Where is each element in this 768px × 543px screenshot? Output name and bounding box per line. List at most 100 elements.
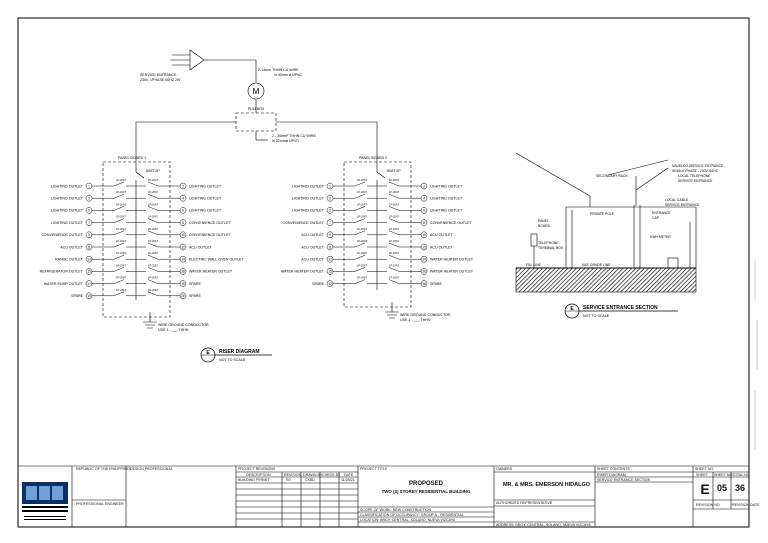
panel1-right-breaker-label: 1P-20AT xyxy=(148,190,158,194)
rev-head-date: DATE xyxy=(344,473,354,477)
title-block: REPUBLIC OF THE PHILIPPINES PROFESSIONAL… xyxy=(18,466,760,527)
panel1-left-circuit-number: 19 xyxy=(87,294,91,298)
panel1-left-outlet-label: CONVENIENCE OUTLET xyxy=(41,233,83,237)
panel1-left-breaker-label: 1P-20AT xyxy=(116,215,126,219)
title-block-frame xyxy=(18,465,749,527)
panel2-left-breaker xyxy=(354,242,377,248)
panel1-right-circuit-number: 20 xyxy=(181,294,185,298)
riser-title-sub: NOT TO SCALE xyxy=(219,358,246,362)
panel2-left-outlet-label: LIGHTING OUTLET xyxy=(292,184,325,188)
project-location: LOCATION: BRGY. CENTRAL, SOLANO, NUEVA V… xyxy=(360,518,456,522)
panel1-right-circuit-number: 2 xyxy=(182,184,184,188)
panel2-right-outlet-label: CONVENIENCE OUTLET xyxy=(430,221,472,225)
panel1-left-outlet-label: ACU OUTLET xyxy=(60,245,84,249)
panel2-right-outlet-label: WATER HEATER OUTLET xyxy=(430,258,474,262)
panel1-right-outlet-label: CONVENIENCE OUTLET xyxy=(189,221,231,225)
panel1-left-outlet-label: WATER PUMP OUTLET xyxy=(44,282,84,286)
panel2-left-circuit-circle xyxy=(326,182,334,190)
ground-symbol-1 xyxy=(143,312,157,329)
rev-row-drawn: CKBD xyxy=(305,478,315,482)
panel-board-symbol xyxy=(530,233,538,247)
panel1-left-breaker-label: 1P-20AT xyxy=(116,190,126,194)
private-pole-label: PRIVATE POLE xyxy=(590,212,615,216)
panel2-right-breaker-label: 1P-20AT xyxy=(389,276,399,280)
ground-note-1b: USE 1 - ___ THHN xyxy=(158,328,189,332)
panel2-right-breaker-label: 1P-20AT xyxy=(389,239,399,243)
occupancy: CLASSIFICATION OF OCCUPANCY: GROUP A - R… xyxy=(360,513,464,517)
entrance-cap-label-1: ENTRANCE xyxy=(652,211,671,215)
panel1-right-breaker xyxy=(136,206,159,211)
panel2-right-breaker-label: 1P-20AT xyxy=(389,190,399,194)
panel1-right-circuit-number: 12 xyxy=(181,245,185,249)
panel1-right-breaker-label: 1P-20AT xyxy=(148,251,158,255)
panel1-left-breaker-label: 1P-20AT xyxy=(116,202,126,206)
project-title-1: PROPOSED xyxy=(408,481,443,487)
telephone-label-2: TERMINAL BOX xyxy=(538,246,564,250)
panel2-right-breaker xyxy=(377,242,400,248)
panel1-left-circuit-circle xyxy=(85,182,93,190)
service-drop-wires xyxy=(607,159,669,176)
panel1-left-circuit-circle xyxy=(85,280,93,287)
panel2-right-outlet-label: LIGHTING OUTLET xyxy=(430,197,463,201)
firm-logo xyxy=(22,482,68,520)
panel1-left-circuit-number: 7 xyxy=(88,221,90,225)
authorized-representative: AUTHORIZED REPRESENTATIVE xyxy=(496,501,553,505)
panel1-left-outlet-label: LIGHTING OUTLET xyxy=(51,197,84,201)
panel2-left-circuit-circle xyxy=(326,243,334,251)
panel1-left-circuit-circle xyxy=(85,219,93,226)
telephone-label-1: TELEPHONE xyxy=(538,241,559,245)
panel2-left-circuit-circle xyxy=(326,231,334,239)
panel2-left-circuit-circle xyxy=(326,280,334,287)
revision-no-label: REVISION NO. xyxy=(696,503,721,507)
panel2-right-outlet-label: ACU OUTLET xyxy=(430,233,454,237)
main-breaker-1-label: 60AT 2P xyxy=(146,169,160,173)
conductor-note-1: 2-14mm THHN CU WIRE xyxy=(258,68,299,72)
panel2-right-circuit-number: 4 xyxy=(423,197,425,201)
rev-head-revision: REVISION xyxy=(284,473,302,477)
panel2-left-outlet-label: ACU OUTLET xyxy=(301,258,325,262)
service-entrance-section xyxy=(515,152,697,293)
panel-board-1-box xyxy=(102,161,171,318)
firm-label-1: REPUBLIC OF THE PHILIPPINES xyxy=(76,467,132,471)
panel1-right-circuit-circle xyxy=(179,268,187,275)
panel2-right-outlet-label: ACU OUTLET xyxy=(430,245,454,249)
section-title: E SERVICE ENTRANCE SECTION NOT TO SCALE xyxy=(564,303,678,319)
panel1-right-circuit-circle xyxy=(179,280,187,287)
panel2-left-circuit-number: 13 xyxy=(328,258,332,262)
panel2-right-outlet-label: SPARE xyxy=(430,282,443,286)
panel2-right-circuit-number: 10 xyxy=(422,233,426,237)
panel2-left-breaker xyxy=(354,254,377,260)
panel2-right-breaker-label: 1P-20AT xyxy=(389,202,399,206)
panel1-right-outlet-label: LIGHTING OUTLET xyxy=(189,184,222,188)
project-title-label: PROJECT TITLE xyxy=(360,467,388,471)
panel2-left-breaker xyxy=(354,279,377,284)
panel2-left-circuit-number: 9 xyxy=(329,233,331,237)
panel1-right-circuit-number: 16 xyxy=(181,270,185,274)
utility-label-2: SINGLE PHASE - 230V, 60HZ xyxy=(672,169,718,173)
owner-address: ADDRESS: BRGY. CENTRAL, SOLANO, NUEVA VI… xyxy=(496,523,591,527)
panel2-right-outlet-label: LIGHTING OUTLET xyxy=(430,184,463,188)
fin-line-label: FIN. LINE xyxy=(526,263,542,267)
project-title-2: TWO (2) STOREY RESIDENTIAL BUILDING xyxy=(381,490,471,494)
panel2-left-circuit-number: 11 xyxy=(328,245,332,249)
owners-label: OWNERS xyxy=(496,467,513,471)
panel2-left-circuit-circle xyxy=(326,207,334,214)
sheet-head-sheet: SHEET xyxy=(696,473,708,477)
panel1-left-breaker xyxy=(113,218,136,223)
panel2-right-breaker xyxy=(377,254,400,260)
panel-board-2-box xyxy=(343,161,412,308)
kwh-meter-label: KWH METER xyxy=(650,235,671,239)
panel2-right-circuit-number: 6 xyxy=(423,209,425,213)
panel2-left-circuit-circle xyxy=(326,255,334,263)
sheet-contents-2: SERVICE ENTRANCE SECTION xyxy=(597,478,651,482)
cable-label-2: SERVICE ENTRANCE xyxy=(665,203,700,207)
grade-line-label: NAT. GRADE LINE xyxy=(582,263,611,267)
panel1-right-breaker xyxy=(136,230,159,236)
design-professional-label: DESIGN PROFESSIONAL xyxy=(130,467,173,471)
section-title-text: SERVICE ENTRANCE SECTION xyxy=(583,305,658,311)
riser-text: SERVICE ENTRANCE 230V, 1PHASE,60HZ,2W 2-… xyxy=(118,68,451,332)
riser-title-marker: E xyxy=(206,350,210,356)
panel2-right-breaker xyxy=(377,218,400,223)
sheet-total: 36 xyxy=(734,483,745,493)
panel1-left-circuit-circle xyxy=(85,268,93,275)
